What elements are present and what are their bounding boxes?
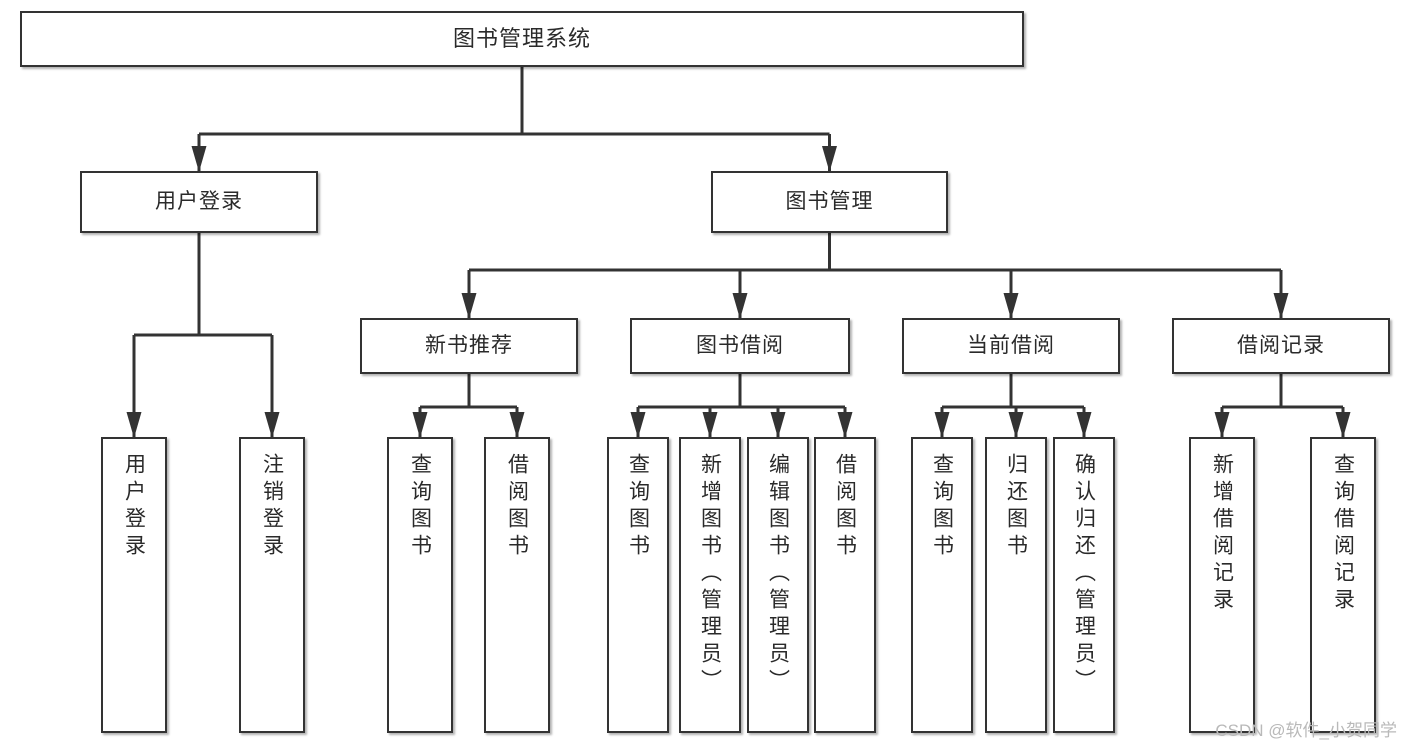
node-label-leaf-query-book-1: 查询图书: [408, 453, 432, 561]
node-label-leaf-query-book-2: 查询图书: [626, 453, 650, 561]
node-leaf-user-login[interactable]: 用户登录: [101, 437, 167, 733]
node-leaf-borrow-book-2[interactable]: 借阅图书: [814, 437, 876, 733]
node-current-borrow[interactable]: 当前借阅: [902, 318, 1120, 374]
node-label-leaf-add-record: 新增借阅记录: [1210, 453, 1234, 615]
node-label-leaf-borrow-book-1: 借阅图书: [505, 453, 529, 561]
node-book-borrow[interactable]: 图书借阅: [630, 318, 850, 374]
node-root[interactable]: 图书管理系统: [20, 11, 1024, 67]
node-label-leaf-user-login: 用户登录: [122, 453, 146, 561]
node-label-leaf-return-book: 归还图书: [1004, 453, 1028, 561]
arrowhead-leaf-borrow-book-1: [509, 412, 525, 438]
node-leaf-query-record[interactable]: 查询借阅记录: [1310, 437, 1376, 733]
node-label-leaf-edit-book: 编辑图书（管理员）: [766, 453, 790, 696]
node-label-new-book-rec: 新书推荐: [425, 334, 513, 358]
arrowhead-leaf-query-book-2: [630, 412, 646, 438]
arrowhead-new-book-rec: [461, 293, 477, 319]
arrowhead-current-borrow: [1003, 293, 1019, 319]
arrowhead-leaf-edit-book: [770, 412, 786, 438]
node-new-book-rec[interactable]: 新书推荐: [360, 318, 578, 374]
node-label-user-login: 用户登录: [155, 190, 243, 214]
node-borrow-record[interactable]: 借阅记录: [1172, 318, 1390, 374]
arrowhead-user-login: [191, 146, 207, 172]
node-leaf-edit-book[interactable]: 编辑图书（管理员）: [747, 437, 809, 733]
arrowhead-book-borrow: [732, 293, 748, 319]
node-book-manage[interactable]: 图书管理: [711, 171, 948, 233]
arrowhead-leaf-query-record: [1335, 412, 1351, 438]
arrowhead-leaf-user-login: [126, 412, 142, 438]
node-user-login[interactable]: 用户登录: [80, 171, 318, 233]
watermark-label: CSDN @软件_小贺同学: [1215, 721, 1397, 740]
node-leaf-query-book-2[interactable]: 查询图书: [607, 437, 669, 733]
node-leaf-add-record[interactable]: 新增借阅记录: [1189, 437, 1255, 733]
node-label-leaf-borrow-book-2: 借阅图书: [833, 453, 857, 561]
node-label-leaf-add-book: 新增图书（管理员）: [698, 453, 722, 696]
arrowhead-leaf-return-book: [1008, 412, 1024, 438]
arrowhead-leaf-borrow-book-2: [837, 412, 853, 438]
node-leaf-return-book[interactable]: 归还图书: [985, 437, 1047, 733]
node-label-book-manage: 图书管理: [785, 190, 874, 214]
arrowhead-leaf-add-book: [702, 412, 718, 438]
node-label-current-borrow: 当前借阅: [967, 334, 1055, 358]
arrowhead-leaf-confirm-return: [1076, 412, 1092, 438]
arrowhead-leaf-query-book-1: [412, 412, 428, 438]
arrowhead-leaf-add-record: [1214, 412, 1230, 438]
node-label-book-borrow: 图书借阅: [696, 334, 784, 358]
node-leaf-user-logout[interactable]: 注销登录: [239, 437, 305, 733]
node-label-borrow-record: 借阅记录: [1237, 334, 1325, 358]
node-label-leaf-query-record: 查询借阅记录: [1331, 453, 1355, 615]
arrowhead-borrow-record: [1273, 293, 1289, 319]
node-label-leaf-confirm-return: 确认归还（管理员）: [1072, 453, 1096, 696]
node-label-root: 图书管理系统: [452, 25, 591, 51]
node-leaf-add-book[interactable]: 新增图书（管理员）: [679, 437, 741, 733]
node-label-leaf-query-book-3: 查询图书: [930, 453, 954, 561]
node-leaf-query-book-1[interactable]: 查询图书: [387, 437, 453, 733]
node-leaf-borrow-book-1[interactable]: 借阅图书: [484, 437, 550, 733]
arrowhead-book-manage: [822, 146, 837, 172]
node-leaf-query-book-3[interactable]: 查询图书: [911, 437, 973, 733]
arrowhead-leaf-query-book-3: [934, 412, 950, 438]
node-leaf-confirm-return[interactable]: 确认归还（管理员）: [1053, 437, 1115, 733]
node-label-leaf-user-logout: 注销登录: [260, 453, 284, 561]
arrowhead-leaf-user-logout: [264, 412, 280, 438]
